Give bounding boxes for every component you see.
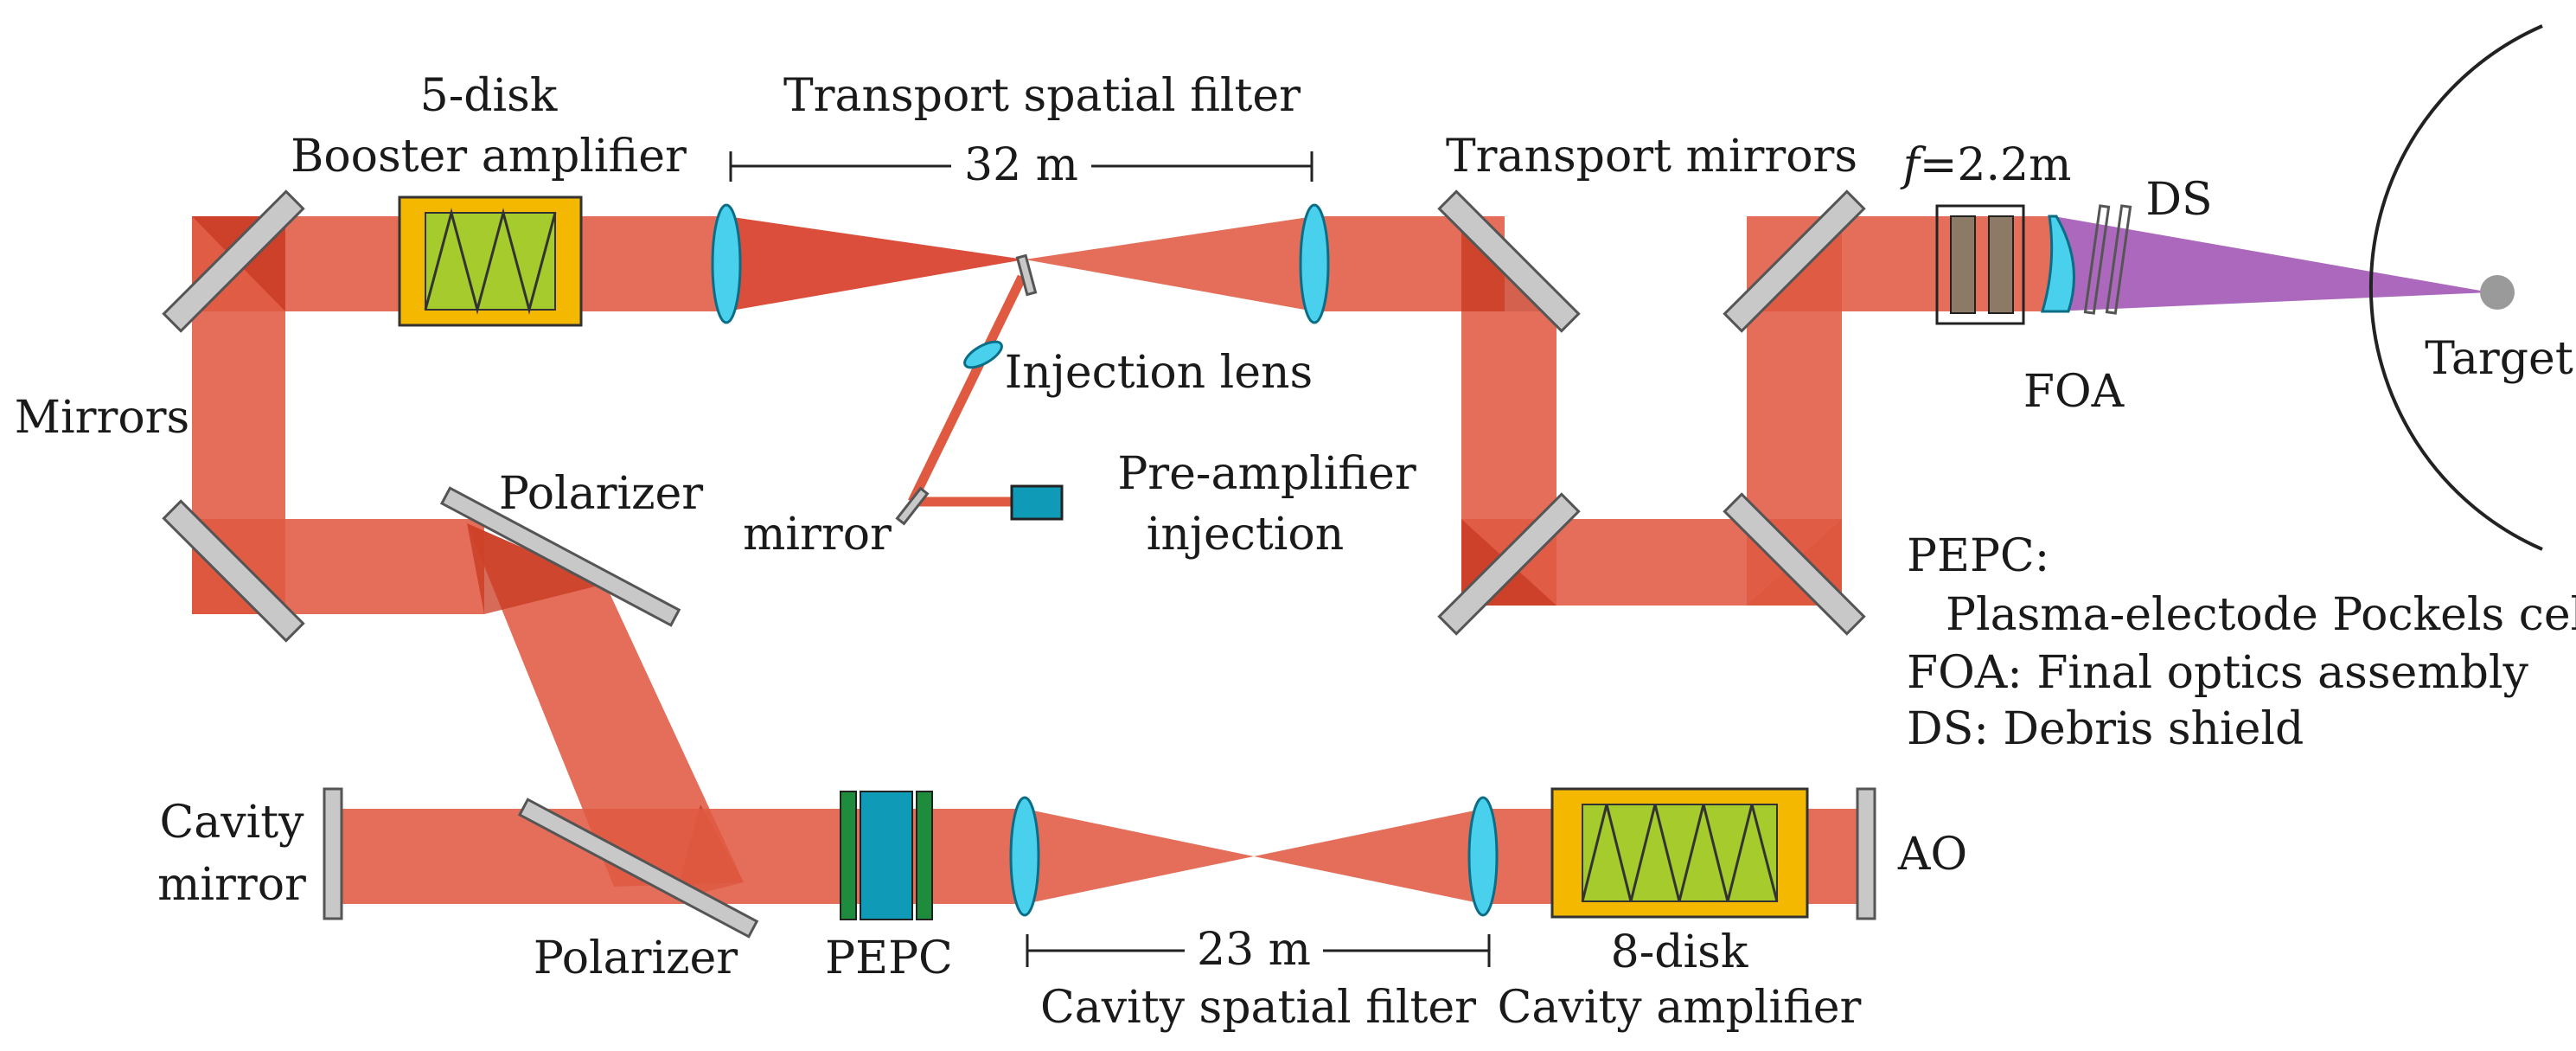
mirror-mid-left	[162, 499, 305, 643]
mirror-top-left	[162, 189, 305, 333]
dimension-tsf	[729, 151, 1314, 182]
lens-csf-out	[1467, 796, 1499, 917]
injection-mirror	[895, 486, 930, 526]
transport-distance-label: 32 m	[964, 139, 1078, 191]
ao-mirror	[1856, 787, 1876, 920]
dimension-csf	[1026, 934, 1491, 967]
cavity-mirror	[323, 787, 343, 920]
injection-lens	[963, 340, 1003, 369]
polarizer-bottom	[517, 798, 759, 939]
foa-label: FOA	[2023, 366, 2125, 418]
ao-label: AO	[1897, 829, 1967, 881]
labels: 5-disk Booster amplifier Transport spati…	[15, 70, 2573, 1034]
pinhole-mirror	[1015, 253, 1038, 297]
booster-label-line1: 5-disk	[420, 70, 558, 122]
lenses	[711, 203, 2075, 917]
legend-pepc-desc: Plasma-electode Pockels cell	[1946, 589, 2576, 641]
cavity-mirror-label-line1: Cavity	[159, 797, 304, 849]
pepc-cell	[840, 791, 933, 920]
legend: PEPC: Plasma-electode Pockels cell FOA: …	[1907, 530, 2576, 755]
target-sphere	[2480, 275, 2515, 310]
transport-mirrors-label: Transport mirrors	[1446, 131, 1857, 183]
target-chamber-arc	[2368, 24, 2543, 551]
legend-pepc-key: PEPC:	[1907, 530, 2049, 582]
foa-assembly	[1935, 204, 2025, 325]
beam-csf-diverge	[1254, 809, 1483, 904]
polarizer-top-label: Polarizer	[499, 468, 703, 520]
lens-booster-tsf	[711, 203, 742, 324]
focal-length-label: f=2.2m	[1900, 139, 2072, 191]
mirror-label: mirror	[743, 509, 892, 561]
legend-ds-def: DS: Debris shield	[1907, 703, 2304, 755]
beam-tsf-converge	[726, 216, 1025, 311]
beam-left-vertical	[192, 216, 285, 614]
foa-lens	[2041, 215, 2075, 313]
lens-tsf-out	[1299, 203, 1330, 324]
beam-polarizer-diagonal	[467, 523, 744, 887]
beam-csf-converge	[1025, 809, 1254, 904]
injection-lens-label: Injection lens	[1005, 347, 1313, 399]
beam-polarizer-top-dark	[467, 523, 605, 614]
transport-mirror-4	[1723, 189, 1866, 333]
beam-to-transport-mirror	[1314, 216, 1505, 311]
lens-csf-in	[1009, 796, 1040, 917]
pre-amplifier-box	[1010, 484, 1064, 521]
mirrors-label: Mirrors	[15, 392, 189, 444]
preamp-label-line2: injection	[1147, 509, 1344, 561]
pepc-label: PEPC	[825, 932, 953, 984]
polarizer-top	[439, 486, 681, 627]
cavity-mirror-label-line2: mirror	[157, 859, 306, 911]
cavity-distance-label: 23 m	[1197, 924, 1311, 976]
transport-mirror-1	[1437, 189, 1581, 333]
cavity-amplifier	[1550, 787, 1809, 919]
booster-label-line2: Booster amplifier	[291, 131, 687, 183]
beam-injection	[908, 274, 1026, 504]
transport-filter-label: Transport spatial filter	[783, 70, 1301, 122]
cavity-amp-label-line1: 8-disk	[1611, 926, 1748, 978]
booster-amplifier	[398, 195, 583, 327]
legend-foa-def: FOA: Final optics assembly	[1907, 647, 2529, 699]
beam-uv	[2054, 216, 2490, 311]
cavity-amp-label-line2: Cavity amplifier	[1498, 982, 1862, 1034]
polarizer-bottom-label: Polarizer	[534, 932, 738, 984]
target-label: Target	[2425, 333, 2573, 385]
ds-label: DS	[2145, 174, 2212, 226]
transport-mirror-3	[1723, 492, 1866, 636]
debris-shields	[2083, 204, 2132, 315]
mirrors	[162, 189, 1876, 939]
beam-tsf-diverge	[1025, 216, 1314, 311]
preamp-label-line1: Pre-amplifier	[1117, 448, 1416, 500]
cavity-filter-label: Cavity spatial filter	[1040, 982, 1476, 1034]
transport-mirror-2	[1437, 492, 1581, 636]
